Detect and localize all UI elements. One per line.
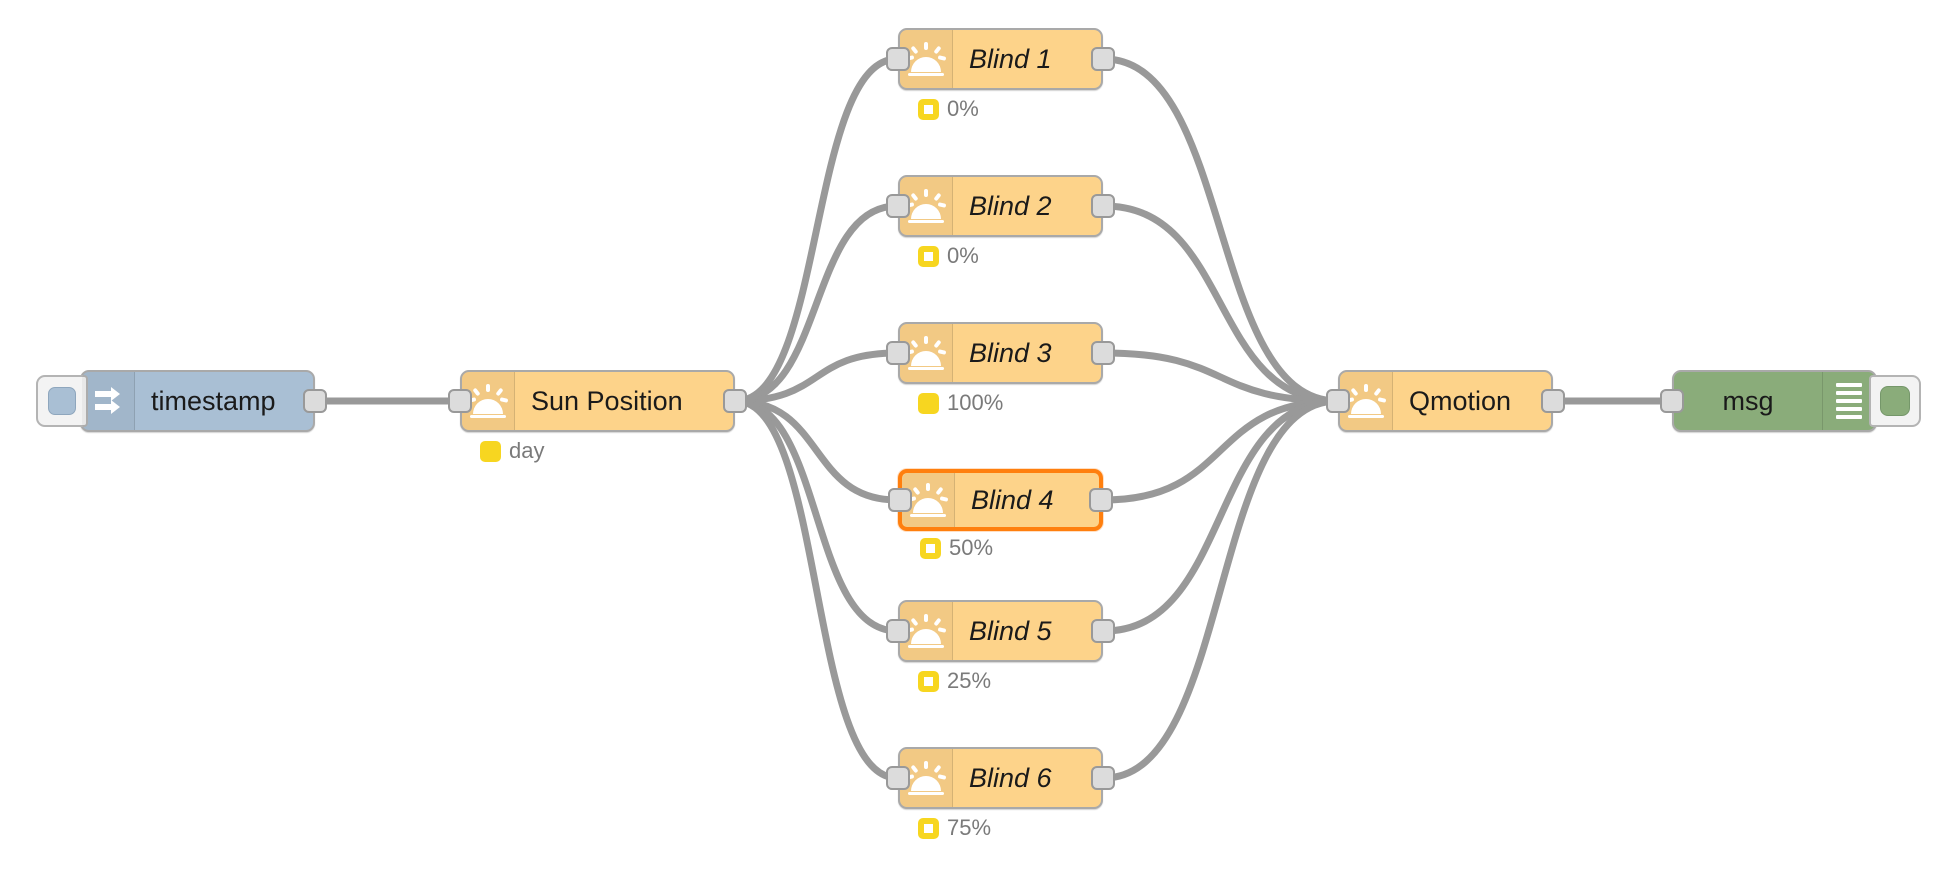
status-blind-6: 75% [918,815,991,841]
inject-trigger-button[interactable] [36,375,88,427]
status-dot-blind-3 [918,392,939,414]
status-dot-blind-5 [918,670,939,692]
port-output-blind-6[interactable] [1091,766,1115,790]
port-output-qmotion[interactable] [1541,389,1565,413]
debug-toggle-button[interactable] [1869,375,1921,427]
status-text-blind-2: 0% [947,243,979,268]
port-input-blind-6[interactable] [886,766,910,790]
inject-button-knob [48,387,76,415]
node-sun-position[interactable]: Sun Position day [448,370,747,463]
debug-button-knob [1880,386,1910,416]
port-input-blind-3[interactable] [886,341,910,365]
port-output-blind-4[interactable] [1089,488,1113,512]
node-blind-3[interactable]: Blind 3 100% [886,322,1115,415]
wire[interactable] [732,397,901,635]
status-text-blind-3: 100% [947,390,1004,415]
status-dot-blind-2 [918,245,939,267]
port-output-blind-2[interactable] [1091,194,1115,218]
node-qmotion[interactable]: Qmotion [1326,370,1565,432]
node-label-blind-5: Blind 5 [969,615,1052,646]
status-blind-2: 0% [918,243,979,269]
port-input-blind-4[interactable] [888,488,912,512]
node-label-blind-4: Blind 4 [971,484,1054,515]
node-blind-2[interactable]: Blind 2 0% [886,175,1115,268]
node-debug-msg[interactable]: msg [1660,370,1921,432]
status-dot-sun-position [480,440,501,462]
status-blind-1: 0% [918,96,979,122]
node-blind-6[interactable]: Blind 6 75% [886,747,1115,840]
node-blind-1[interactable]: Blind 1 0% [886,28,1115,121]
port-output-inject[interactable] [303,389,327,413]
port-output-blind-1[interactable] [1091,47,1115,71]
wire[interactable] [732,397,901,504]
port-input-qmotion[interactable] [1326,389,1350,413]
wire[interactable] [732,202,901,405]
status-dot-blind-4 [920,537,941,559]
status-dot-blind-1 [918,98,939,120]
node-inject-timestamp[interactable]: timestamp [36,370,327,432]
node-label-debug: msg [1722,385,1774,416]
port-input-blind-1[interactable] [886,47,910,71]
status-blind-5: 25% [918,668,991,694]
wire[interactable] [1100,397,1341,782]
status-dot-blind-6 [918,817,939,839]
status-text-blind-4: 50% [949,535,994,560]
status-blind-4: 50% [920,535,993,561]
debug-list-icon [1822,372,1875,430]
status-sun-position: day [480,438,544,464]
wire[interactable] [1100,202,1341,405]
status-text-blind-1: 0% [947,96,979,121]
wire[interactable] [1100,397,1341,635]
wire[interactable] [732,55,901,405]
status-text-blind-6: 75% [947,815,992,840]
wire[interactable] [732,349,901,405]
sun-icon [900,177,953,235]
status-blind-3: 100% [918,390,1003,416]
inject-arrow-icon [82,372,135,430]
node-label-blind-3: Blind 3 [969,337,1052,368]
node-blind-5[interactable]: Blind 5 25% [886,600,1115,693]
port-input-blind-5[interactable] [886,619,910,643]
sun-icon [900,749,953,807]
wire[interactable] [1100,55,1341,405]
node-label-blind-2: Blind 2 [969,190,1052,221]
node-label-qmotion: Qmotion [1409,385,1512,416]
port-input-blind-2[interactable] [886,194,910,218]
port-output-sun-position[interactable] [723,389,747,413]
wire[interactable] [1100,349,1341,405]
node-label-blind-6: Blind 6 [969,762,1052,793]
wire[interactable] [1100,397,1341,504]
sun-icon [900,602,953,660]
port-input-debug[interactable] [1660,389,1684,413]
status-text-sun-position: day [509,438,545,463]
node-label-blind-1: Blind 1 [969,43,1052,74]
port-output-blind-3[interactable] [1091,341,1115,365]
node-label-sun-position: Sun Position [531,385,683,416]
status-text-blind-5: 25% [947,668,992,693]
node-blind-4[interactable]: Blind 4 50% [888,469,1113,560]
port-output-blind-5[interactable] [1091,619,1115,643]
node-label-inject: timestamp [151,385,276,416]
port-input-sun-position[interactable] [448,389,472,413]
wire[interactable] [732,397,901,782]
